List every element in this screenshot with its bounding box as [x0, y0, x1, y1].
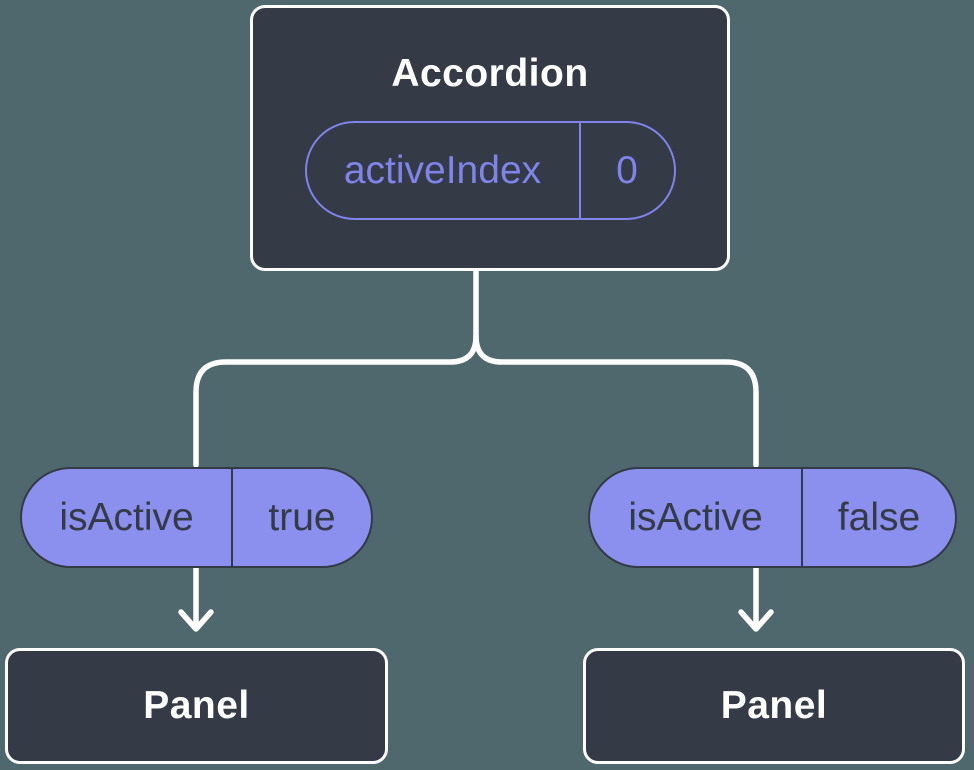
right-arrow-down-icon — [738, 565, 774, 632]
accordion-node: Accordion activeIndex 0 — [250, 5, 730, 271]
left-arrow-down-icon — [178, 565, 214, 632]
state-badge: activeIndex 0 — [304, 121, 676, 220]
prop-pill-isactive-true: isActive true — [20, 467, 373, 568]
prop-name: isActive — [590, 469, 803, 566]
accordion-title: Accordion — [391, 52, 589, 95]
panel-node-left: Panel — [5, 648, 388, 764]
prop-name: isActive — [22, 469, 233, 566]
prop-value: false — [837, 495, 921, 539]
state-name: activeIndex — [307, 123, 581, 218]
state-value: 0 — [616, 148, 638, 192]
panel-title: Panel — [143, 684, 250, 727]
prop-pill-isactive-false: isActive false — [588, 467, 957, 568]
panel-title: Panel — [720, 684, 828, 727]
prop-value: true — [268, 495, 336, 539]
right-branch-connector-line — [473, 333, 759, 468]
left-branch-connector-line — [193, 333, 479, 468]
panel-node-right: Panel — [583, 648, 965, 764]
